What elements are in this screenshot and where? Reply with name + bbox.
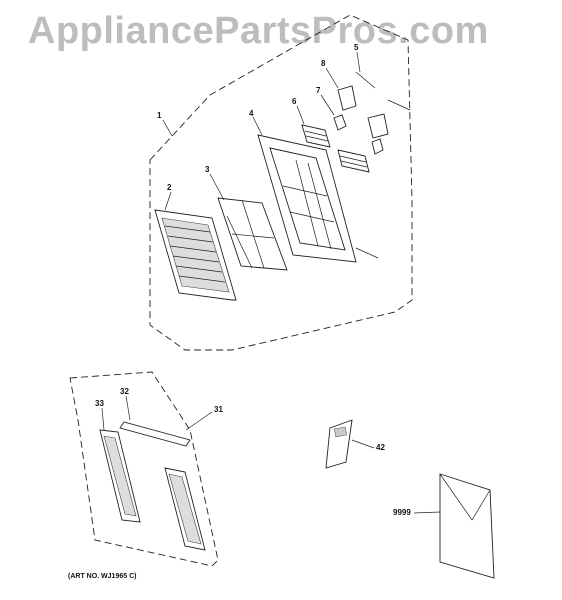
assembly-outline-upper xyxy=(149,14,413,351)
part-side-curtain-right[interactable] xyxy=(164,467,206,551)
callout-33: 33 xyxy=(95,399,104,408)
callout-8: 8 xyxy=(321,59,326,68)
part-side-curtain-left[interactable] xyxy=(99,429,141,523)
callout-42: 42 xyxy=(376,443,385,452)
part-louver-upper[interactable] xyxy=(301,124,331,148)
part-louver-lower[interactable] xyxy=(337,149,370,173)
callout-32: 32 xyxy=(120,387,129,396)
part-clip-group[interactable] xyxy=(333,114,384,155)
assembly-outline-lower xyxy=(69,371,219,567)
part-front-grille[interactable] xyxy=(154,209,237,301)
part-bracket-group[interactable] xyxy=(337,85,389,139)
callout-5: 5 xyxy=(354,43,359,52)
part-front-frame[interactable] xyxy=(257,134,379,263)
part-remote-control[interactable] xyxy=(325,419,353,469)
part-rod-upper xyxy=(355,71,376,89)
watermark-logo: AppliancePartsPros.com xyxy=(28,10,489,52)
callout-7: 7 xyxy=(316,86,321,95)
callout-3: 3 xyxy=(205,165,210,174)
callout-31: 31 xyxy=(214,405,223,414)
callout-6: 6 xyxy=(292,97,297,106)
callout-2: 2 xyxy=(167,183,172,192)
callout-1: 1 xyxy=(157,111,162,120)
callout-9999: 9999 xyxy=(393,508,411,517)
part-rod-lower xyxy=(387,99,411,111)
art-number-label: (ART NO. WJ1965 C) xyxy=(68,573,137,580)
part-filter[interactable] xyxy=(217,197,288,271)
part-owner-manual[interactable] xyxy=(439,473,495,579)
part-top-strip[interactable] xyxy=(119,421,191,447)
callout-4: 4 xyxy=(249,109,254,118)
